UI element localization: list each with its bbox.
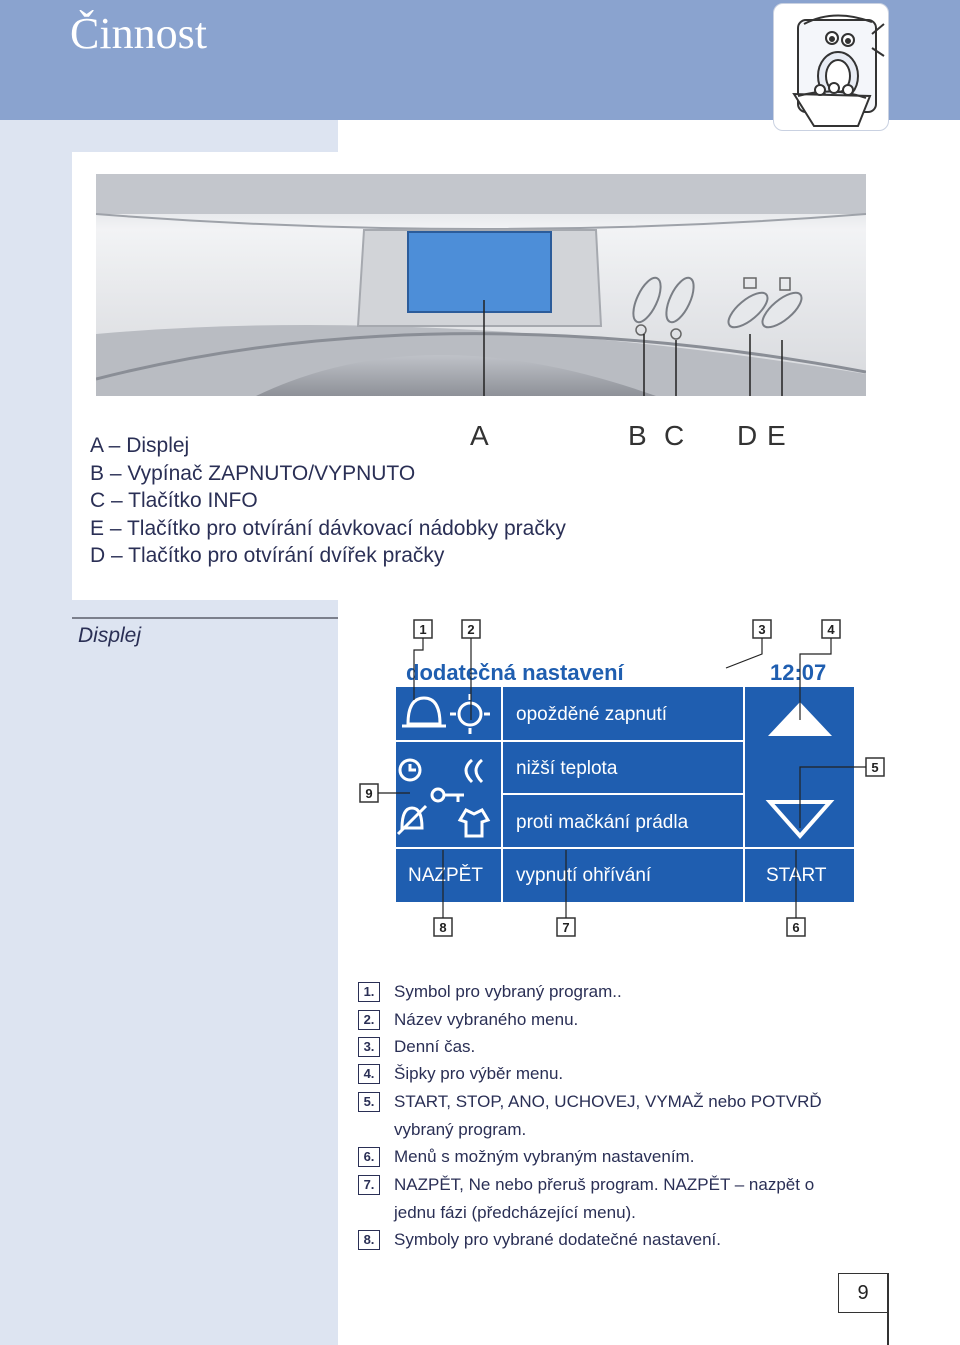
callout-1: 1	[419, 622, 426, 637]
list-text: START, STOP, ANO, UCHOVEJ, VYMAŽ nebo PO…	[394, 1092, 822, 1111]
list-text: NAZPĚT, Ne nebo přeruš program. NAZPĚT –…	[394, 1175, 815, 1194]
pointer-letters: A B C D E	[0, 420, 960, 454]
pointer-letter-a: A	[470, 420, 489, 451]
sun-icon	[457, 701, 483, 727]
page-number-rule	[887, 1273, 889, 1345]
legend-item: E – Tlačítko pro otvírání dávkovací nádo…	[90, 516, 566, 540]
lcd-back-label: NAZPĚT	[408, 864, 483, 886]
page-number: 9	[838, 1273, 888, 1313]
clock-icon	[398, 758, 422, 782]
pointer-letter-b: B	[628, 420, 647, 451]
list-number: 7.	[358, 1175, 380, 1195]
lcd-menu-item: proti mačkání prádla	[516, 812, 689, 833]
list-number: 2.	[358, 1010, 380, 1030]
list-number: 5.	[358, 1092, 380, 1112]
list-number: 4.	[358, 1064, 380, 1084]
callout-4: 4	[827, 622, 835, 637]
section-divider	[72, 617, 338, 619]
lcd-menu-item: nižší teplota	[516, 758, 618, 779]
bell-off-icon	[400, 806, 424, 830]
callout-6: 6	[792, 920, 799, 935]
washing-machine-mascot-icon	[773, 3, 889, 131]
lcd-menu-item: opožděné zapnutí	[516, 704, 668, 725]
pointer-letter-c: C	[664, 420, 685, 451]
list-number: 8.	[358, 1230, 380, 1250]
list-number: 1.	[358, 982, 380, 1002]
wave-icon	[464, 758, 484, 784]
lcd-screen	[396, 657, 854, 902]
shirt-icon	[457, 808, 491, 838]
bell-icon	[406, 696, 442, 726]
callout-5: 5	[871, 760, 878, 775]
list-text: vybraný program.	[394, 1120, 527, 1139]
callout-7: 7	[562, 920, 569, 935]
list-number: 6.	[358, 1147, 380, 1167]
display-diagram: dodatečná nastavení 12:07 opožděné zapnu…	[340, 610, 900, 950]
section-title: Displej	[78, 624, 142, 647]
callout-2: 2	[467, 622, 474, 637]
list-text: jednu fázi (předcházející menu).	[394, 1203, 636, 1222]
list-text: Menů s možným vybraným nastavením.	[394, 1147, 695, 1166]
control-panel-photo	[95, 174, 867, 396]
callout-9: 9	[365, 786, 372, 801]
list-text: Symbol pro vybraný program..	[394, 982, 622, 1001]
lcd-menu-item: vypnutí ohřívání	[516, 865, 652, 886]
legend-item: D – Tlačítko pro otvírání dvířek pračky	[90, 544, 445, 567]
lcd-time: 12:07	[770, 660, 826, 685]
callout-3: 3	[758, 622, 765, 637]
list-text: Symboly pro vybrané dodatečné nastavení.	[394, 1230, 721, 1249]
list-text: Název vybraného menu.	[394, 1010, 579, 1029]
pointer-letter-d: D	[737, 420, 758, 451]
list-text: Šipky pro výběr menu.	[394, 1064, 564, 1083]
list-number: 3.	[358, 1037, 380, 1057]
pointer-letter-e: E	[767, 420, 786, 451]
list-text: Denní čas.	[394, 1037, 476, 1056]
legend-item: C – Tlačítko INFO	[90, 489, 258, 512]
page-title: Činnost	[70, 9, 207, 58]
callout-8: 8	[439, 920, 446, 935]
legend-item: A – Displej	[90, 434, 190, 457]
legend-item: B – Vypínač ZAPNUTO/VYPNUTO	[90, 461, 416, 485]
lcd-menu-title: dodatečná nastavení	[406, 660, 625, 685]
component-legend: A – Displej B – Vypínač ZAPNUTO/VYPNUTO …	[90, 432, 566, 570]
